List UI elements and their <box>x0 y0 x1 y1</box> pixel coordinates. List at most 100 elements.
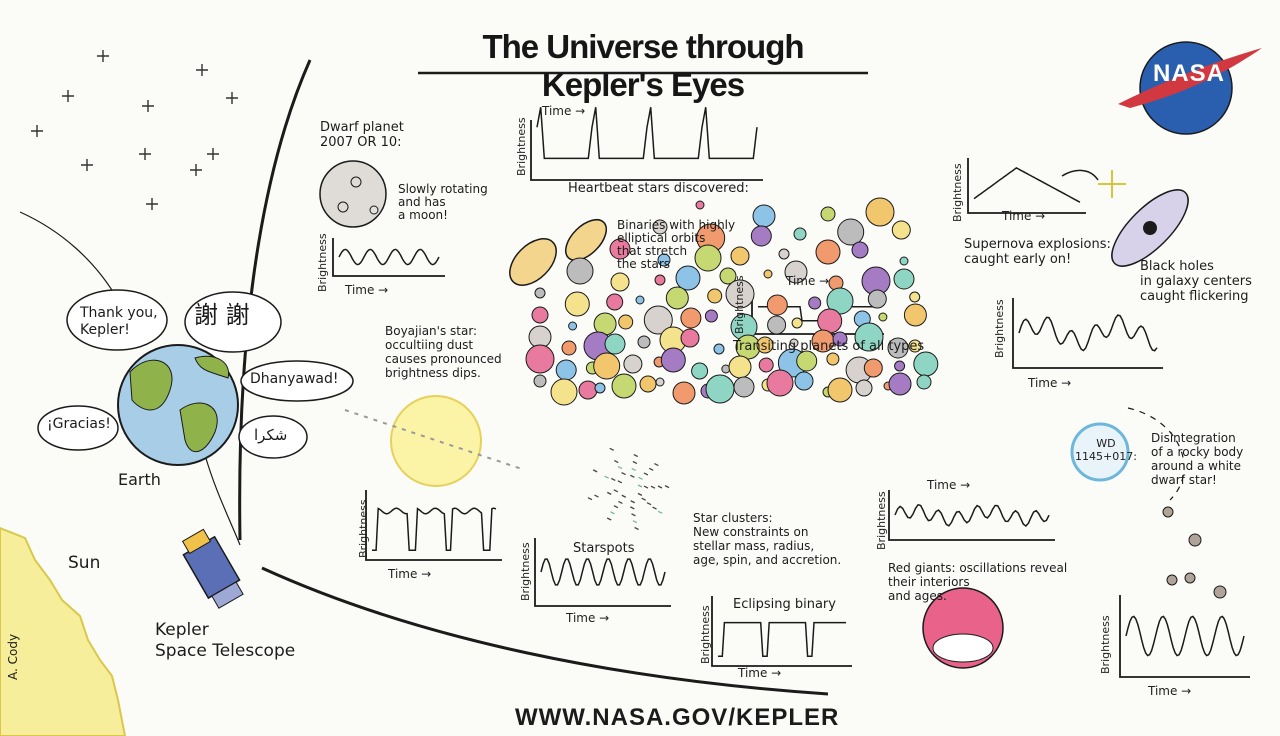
planet-18 <box>566 257 594 285</box>
planet-106 <box>888 372 912 396</box>
cluster-star-20 <box>632 520 638 524</box>
sky-star-3 <box>142 100 154 112</box>
planet-86 <box>894 360 906 372</box>
planet-88 <box>533 374 547 388</box>
planet-73 <box>593 352 621 380</box>
planet-23 <box>763 269 773 279</box>
telescope-label: Kepler Space Telescope <box>155 620 296 661</box>
planet-38 <box>867 289 887 309</box>
planet-66 <box>832 331 848 347</box>
planet-1 <box>752 204 776 228</box>
sky-star-5 <box>31 125 43 137</box>
cluster-star-9 <box>664 485 670 489</box>
cluster-star-31 <box>594 494 599 498</box>
binaries-caption: Binaries with highly elliptical orbits t… <box>617 218 736 271</box>
planet-100 <box>766 369 794 397</box>
planet-83 <box>826 352 840 366</box>
sky-star-4 <box>226 92 238 104</box>
earth-link-line <box>204 454 241 546</box>
rocky-debris-2 <box>1184 572 1196 584</box>
planet-31 <box>635 295 645 305</box>
supernova-axes <box>967 158 1086 214</box>
sky-star-0 <box>97 50 109 62</box>
eclipsing-caption: Eclipsing binary <box>733 597 836 612</box>
bubble-arabic: شكرا <box>254 426 288 444</box>
sky-star-6 <box>139 148 151 160</box>
planet-82 <box>796 350 818 372</box>
whitedwarf-time-label: Time → <box>1148 684 1192 698</box>
planet-57 <box>604 333 626 355</box>
clusters-caption: Star clusters: New constraints on stella… <box>693 511 842 567</box>
cluster-star-35 <box>638 476 643 480</box>
cluster-star-12 <box>621 494 627 498</box>
redgiants-axes <box>888 490 1055 541</box>
bubble-arabic-outline <box>238 415 308 459</box>
cluster-star-18 <box>657 485 663 489</box>
whitedwarf-brightness-label: Brightness <box>1099 615 1112 674</box>
planet-27 <box>893 268 915 290</box>
eclipsing-axes <box>711 596 852 667</box>
planet-68 <box>887 337 909 359</box>
planet-24 <box>784 260 808 284</box>
planet-10 <box>609 238 631 260</box>
dwarf-time-label: Time → <box>345 283 389 297</box>
planet-29 <box>564 291 590 317</box>
eclipsing-time-label: Time → <box>738 666 782 680</box>
rocky-debris-3 <box>1213 585 1227 599</box>
cluster-star-5 <box>604 475 609 479</box>
cluster-star-1 <box>637 492 643 496</box>
sky-star-10 <box>146 198 158 210</box>
planet-17 <box>899 256 909 266</box>
cluster-star-24 <box>621 471 626 476</box>
cluster-star-34 <box>630 474 635 478</box>
red-giant-mouth <box>932 633 994 663</box>
bubble-xiexie-outline <box>184 291 282 353</box>
boyajian-curve <box>372 507 497 551</box>
whitedwarf-star-label: WD 1145+017: <box>1075 437 1137 463</box>
planet-58 <box>637 335 651 349</box>
cluster-star-38 <box>629 506 635 510</box>
planet-97 <box>705 374 735 404</box>
cluster-star-13 <box>613 489 619 493</box>
cluster-star-2 <box>630 500 636 504</box>
starspots-caption: Starspots <box>573 541 635 556</box>
cluster-star-0 <box>637 484 643 488</box>
nasa-logo-swoosh <box>1118 48 1262 108</box>
earth-continent-2 <box>179 402 218 452</box>
bubble-thank-you: Thank you, Kepler! <box>80 305 158 338</box>
supernova-curve <box>973 167 1081 203</box>
planet-76 <box>660 347 686 373</box>
sun-label: Sun <box>68 553 101 573</box>
planet-15 <box>815 239 841 265</box>
planet-87 <box>913 351 939 377</box>
earth-label: Earth <box>118 470 161 489</box>
cluster-star-4 <box>606 491 612 495</box>
supernova-brightness-label: Brightness <box>951 163 964 222</box>
supernova-burst <box>1098 170 1126 198</box>
transiting-planets <box>525 197 939 406</box>
rocky-debris-0 <box>1162 506 1174 518</box>
planet-46 <box>704 309 718 323</box>
planet-4 <box>652 219 668 235</box>
planet-8 <box>837 218 865 246</box>
planet-70 <box>525 344 555 374</box>
telescope-panel <box>181 528 212 555</box>
planet-90 <box>578 380 598 400</box>
heartbeat-axes <box>530 120 763 181</box>
website-link[interactable]: WWW.NASA.GOV/KEPLER <box>515 704 840 731</box>
planet-63 <box>756 336 774 354</box>
cluster-star-3 <box>618 500 623 504</box>
sky-star-2 <box>62 90 74 102</box>
rocky-debris-4 <box>1166 574 1178 586</box>
dwarf-axes <box>332 238 445 277</box>
dwarf-brightness-label: Brightness <box>316 233 329 292</box>
planet-53 <box>903 303 927 327</box>
cluster-star-10 <box>657 510 663 514</box>
planet-101 <box>794 371 814 391</box>
planet-95 <box>672 381 696 405</box>
planet-49 <box>791 317 803 329</box>
planet-0 <box>695 200 705 210</box>
sun-shape <box>0 526 127 736</box>
whitedwarf-curve <box>1125 615 1245 657</box>
planet-22 <box>719 267 737 285</box>
